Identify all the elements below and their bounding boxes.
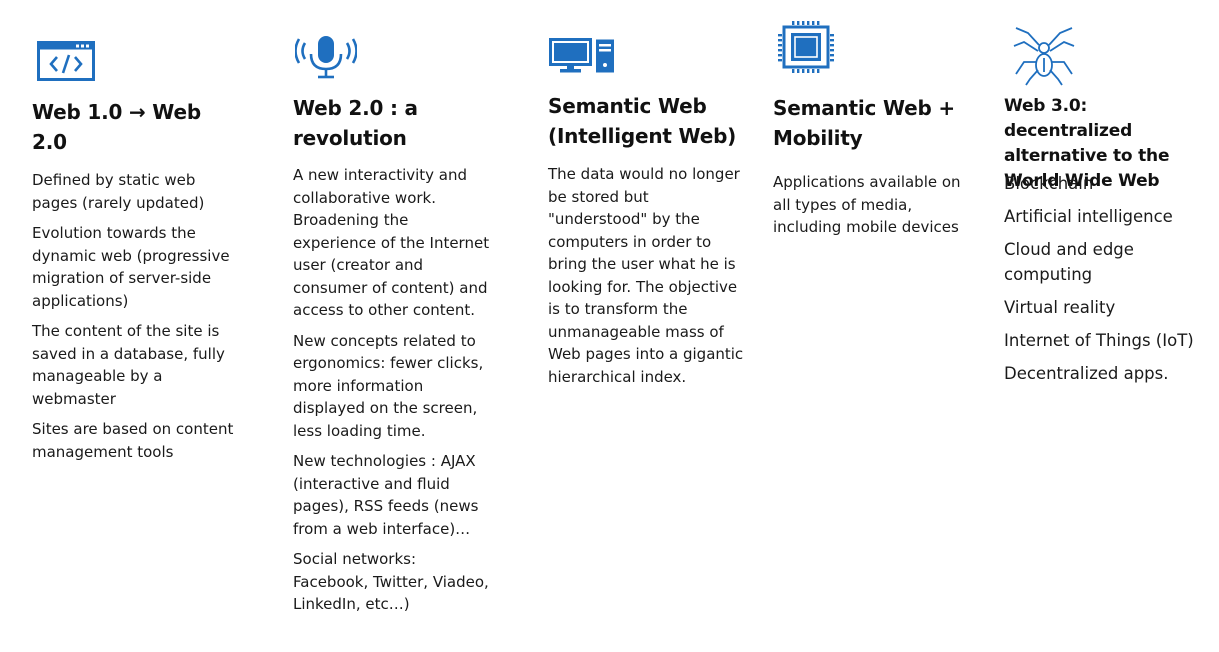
paragraph: New technologies : AJAX (interactive and… bbox=[293, 452, 479, 538]
column-title: Web 2.0 : a revolution bbox=[293, 96, 418, 150]
column-title: Semantic Web + Mobility bbox=[773, 96, 955, 150]
list-item: Artificial intelligence bbox=[1004, 207, 1173, 226]
paragraph: Applications available on all types of m… bbox=[773, 173, 961, 236]
desktop-computer-icon bbox=[549, 38, 615, 74]
paragraph: Sites are based on content management to… bbox=[32, 420, 234, 461]
column-body: The data would no longer be stored but "… bbox=[548, 163, 746, 396]
processor-chip-icon bbox=[778, 21, 834, 73]
column-title: Web 3.0: decentralized alternative to th… bbox=[1004, 96, 1170, 191]
paragraph: A new interactivity and collaborative wo… bbox=[293, 166, 490, 319]
column-body: Defined by static web pages (rarely upda… bbox=[32, 169, 237, 471]
spider-icon bbox=[1012, 24, 1076, 86]
code-window-icon bbox=[37, 41, 95, 81]
column-body: Applications available on all types of m… bbox=[773, 171, 973, 247]
list-item: Cloud and edge computing bbox=[1004, 240, 1134, 284]
list-item: Virtual reality bbox=[1004, 297, 1116, 317]
column-body: A new interactivity and collaborative wo… bbox=[293, 164, 493, 624]
paragraph: Evolution towards the dynamic web (progr… bbox=[32, 224, 230, 310]
paragraph: New concepts related to ergonomics: fewe… bbox=[293, 331, 484, 440]
list-item: Blockchain bbox=[1004, 174, 1094, 193]
list-item: Internet of Things (IoT) bbox=[1004, 330, 1194, 350]
microphone-icon bbox=[295, 34, 357, 80]
column-body: Blockchain Artificial intelligence Cloud… bbox=[1004, 172, 1214, 395]
paragraph: The data would no longer be stored but "… bbox=[548, 165, 744, 386]
paragraph: Defined by static web pages (rarely upda… bbox=[32, 171, 205, 212]
column-title: Semantic Web (Intelligent Web) bbox=[548, 94, 737, 148]
paragraph: The content of the site is saved in a da… bbox=[32, 322, 225, 408]
column-title: Web 1.0 → Web 2.0 bbox=[32, 100, 201, 154]
list-item: Decentralized apps. bbox=[1004, 363, 1169, 383]
paragraph: Social networks: Facebook, Twitter, Viad… bbox=[293, 550, 489, 613]
